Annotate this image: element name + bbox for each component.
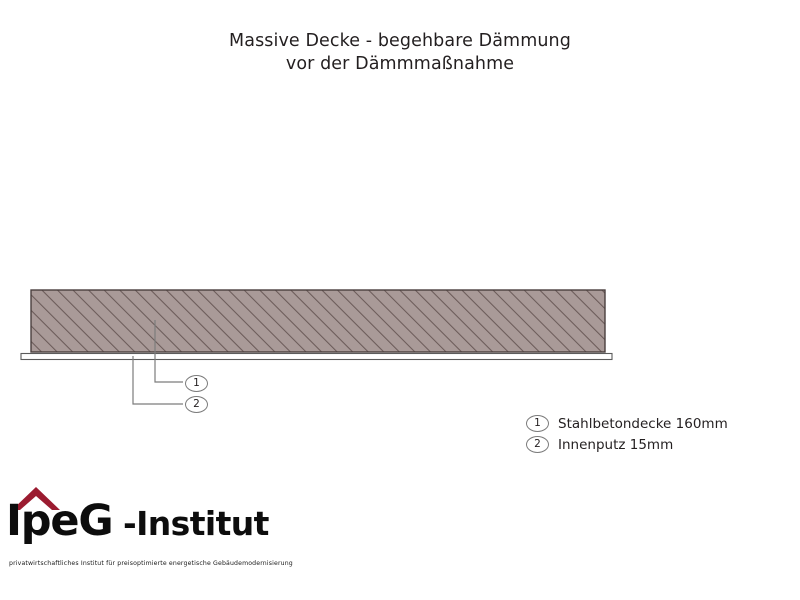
legend: 1 Stahlbetondecke 160mm 2 Innenputz 15mm bbox=[526, 413, 728, 455]
page-title: Massive Decke - begehbare Dämmung vor de… bbox=[0, 30, 800, 76]
legend-marker-1: 1 bbox=[526, 415, 549, 432]
callout-marker-1: 1 bbox=[185, 375, 208, 392]
logo-tagline: privatwirtschaftliches Institut für prei… bbox=[9, 560, 293, 567]
legend-item-1: 1 Stahlbetondecke 160mm bbox=[526, 413, 728, 434]
ipeg-institut-logo: IpeG -Institut privatwirtschaftliches In… bbox=[6, 487, 293, 567]
layer-stahlbetondecke bbox=[30, 289, 606, 353]
layer-innenputz bbox=[20, 352, 613, 361]
title-line-2: vor der Dämmmaßnahme bbox=[285, 54, 515, 74]
logo-wordmark: IpeG -Institut bbox=[6, 487, 269, 546]
logo-text-primary: IpeG bbox=[6, 496, 114, 546]
legend-label-1: Stahlbetondecke 160mm bbox=[558, 415, 728, 432]
title-line-1: Massive Decke - begehbare Dämmung bbox=[229, 31, 571, 51]
leader-line-1 bbox=[154, 320, 183, 383]
logo-text-secondary: -Institut bbox=[123, 504, 269, 543]
legend-label-2: Innenputz 15mm bbox=[558, 436, 674, 453]
legend-item-2: 2 Innenputz 15mm bbox=[526, 434, 728, 455]
roof-icon bbox=[12, 487, 60, 510]
legend-marker-2: 2 bbox=[526, 436, 549, 453]
callout-marker-2: 2 bbox=[185, 396, 208, 413]
leader-line-2 bbox=[132, 356, 183, 405]
